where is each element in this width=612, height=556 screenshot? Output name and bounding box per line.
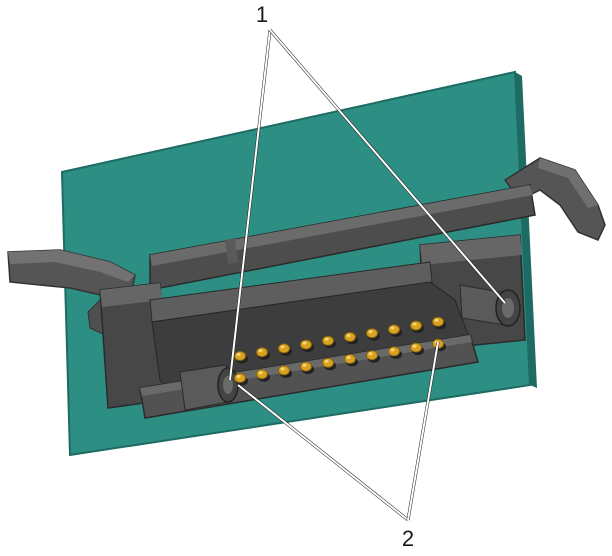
contact-pin xyxy=(322,335,336,349)
contact-pin xyxy=(388,324,402,337)
callout-2: 2 xyxy=(402,526,414,551)
leader-line-1b-highlight xyxy=(269,29,506,304)
contact-pin xyxy=(410,342,424,356)
contact-pin xyxy=(388,346,402,359)
contact-pin xyxy=(300,361,314,375)
contact-pin xyxy=(278,343,292,356)
leader-lines xyxy=(228,29,507,522)
contact-pin xyxy=(256,347,270,360)
contact-pin xyxy=(344,332,358,345)
leader-line-2a-highlight xyxy=(237,384,409,521)
contact-pin xyxy=(234,351,248,364)
guide-post-left xyxy=(179,364,239,411)
contact-pin xyxy=(300,339,314,353)
contact-pin xyxy=(410,320,424,334)
contact-pins xyxy=(234,316,446,386)
contact-pin xyxy=(322,357,336,371)
contact-pin xyxy=(278,365,292,378)
contact-pin xyxy=(432,316,446,330)
contact-pin xyxy=(256,369,270,382)
leader-line-2b-highlight xyxy=(407,341,439,521)
callout-1: 1 xyxy=(256,2,268,27)
latch-right xyxy=(503,157,606,241)
leader-line-1a-highlight xyxy=(229,29,271,381)
contact-pin xyxy=(366,350,380,363)
contact-pin xyxy=(344,354,358,367)
contact-pin xyxy=(366,328,380,341)
contact-pin xyxy=(234,373,248,386)
